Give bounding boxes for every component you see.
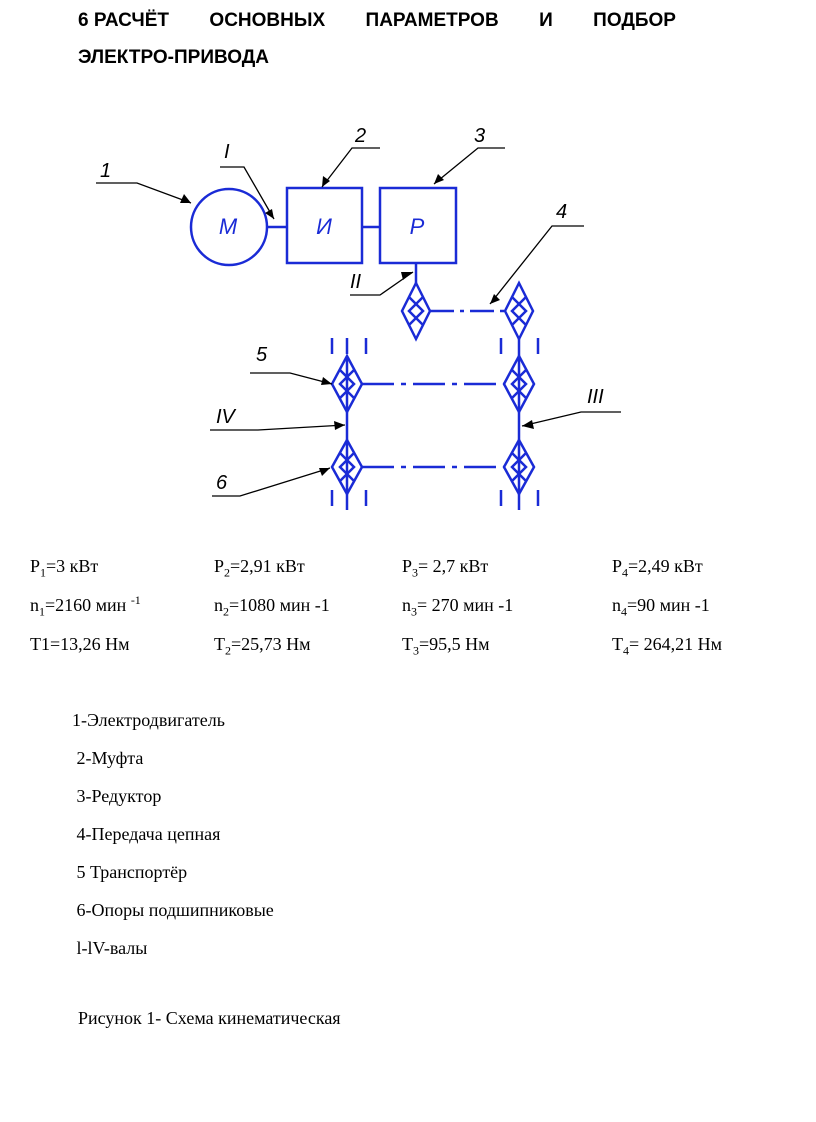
leader-5 — [250, 372, 333, 385]
callout-shaft-II: II — [350, 271, 362, 293]
callout-5: 5 — [256, 344, 268, 366]
callout-1: 1 — [100, 160, 111, 182]
leader-III — [521, 411, 621, 427]
leader-6 — [212, 467, 331, 497]
leader-IV — [210, 424, 346, 431]
leader-1 — [96, 182, 192, 204]
param-cell: T1=13,26 Нм — [30, 634, 130, 654]
sprocket-drive — [400, 280, 432, 342]
legend-item: 6-Опоры подшипниковые — [72, 900, 274, 920]
parameters-table: P1=3 кВт P2=2,91 кВт P3= 2,7 кВт P4=2,49… — [30, 556, 790, 673]
motor-label: М — [219, 214, 238, 239]
heading-line-1: 6 РАСЧЁТ ОСНОВНЫХ ПАРАМЕТРОВ И ПОДБОР — [78, 2, 676, 39]
heading-word: ОСНОВНЫХ — [209, 10, 326, 31]
callout-2: 2 — [354, 125, 366, 147]
leader-II — [350, 271, 414, 296]
conveyor-sprocket-upper-right — [502, 353, 536, 415]
torque-row: T1=13,26 Нм T2=25,73 Нм T3=95,5 Нм T4= 2… — [30, 634, 790, 673]
figure-caption: Рисунок 1- Схема кинематическая — [78, 1008, 341, 1028]
leader-2 — [321, 147, 380, 188]
section-heading: 6 РАСЧЁТ ОСНОВНЫХ ПАРАМЕТРОВ И ПОДБОР ЭЛ… — [78, 2, 676, 76]
param-cell: P3= 2,7 кВт — [402, 556, 489, 580]
param-cell: P2=2,91 кВт — [214, 556, 305, 580]
legend-item: 2-Муфта — [72, 748, 144, 768]
param-cell: T4= 264,21 Нм — [612, 634, 723, 658]
heading-word: ПОДБОР — [593, 10, 676, 31]
heading-word: 6 РАСЧЁТ — [78, 10, 170, 31]
sprocket-driven — [503, 280, 535, 342]
param-cell: n3= 270 мин -1 — [402, 595, 514, 619]
leader-I — [220, 166, 275, 220]
conveyor-sprocket-upper-left — [330, 353, 364, 415]
legend-item: 5 Транспортёр — [72, 862, 188, 882]
reducer-box — [378, 186, 458, 265]
callout-shaft-IV: IV — [216, 406, 237, 428]
legend-item: 1-Электродвигатель — [72, 710, 225, 730]
param-cell: P1=3 кВт — [30, 556, 99, 580]
speed-row: n1=2160 мин -1 n2=1080 мин -1 n3= 270 ми… — [30, 593, 790, 634]
bearing-supports — [330, 338, 540, 510]
leader-4 — [489, 225, 584, 305]
leader-3 — [433, 147, 505, 185]
param-cell: T3=95,5 Нм — [402, 634, 490, 658]
param-cell: n2=1080 мин -1 — [214, 595, 330, 619]
callout-shaft-I: I — [224, 141, 230, 163]
legend-item: 4-Передача цепная — [72, 824, 221, 844]
heading-line-2: ЭЛЕКТРО-ПРИВОДА — [78, 47, 270, 68]
heading-word: ПАРАМЕТРОВ — [365, 10, 499, 31]
legend-item: l-lV-валы — [72, 938, 148, 958]
reducer-label: Р — [410, 214, 425, 239]
callout-shaft-III: III — [587, 386, 604, 408]
param-cell: T2=25,73 Нм — [214, 634, 311, 658]
legend-item: 3-Редуктор — [72, 786, 162, 806]
coupling-label: И — [316, 214, 332, 239]
coupling-box — [285, 186, 364, 265]
legend-list: 1-Электродвигатель 2-Муфта 3-Редуктор 4-… — [72, 704, 274, 970]
callout-3: 3 — [474, 125, 485, 147]
param-cell: P4=2,49 кВт — [612, 556, 703, 580]
heading-word: И — [539, 10, 553, 31]
kinematic-diagram: М И Р 1 I 2 3 4 II 5 IV III — [96, 125, 621, 510]
power-row: P1=3 кВт P2=2,91 кВт P3= 2,7 кВт P4=2,49… — [30, 556, 790, 595]
callout-6: 6 — [216, 472, 228, 494]
param-cell: n4=90 мин -1 — [612, 595, 710, 619]
param-cell: n1=2160 мин -1 — [30, 593, 141, 619]
callout-4: 4 — [556, 201, 567, 223]
